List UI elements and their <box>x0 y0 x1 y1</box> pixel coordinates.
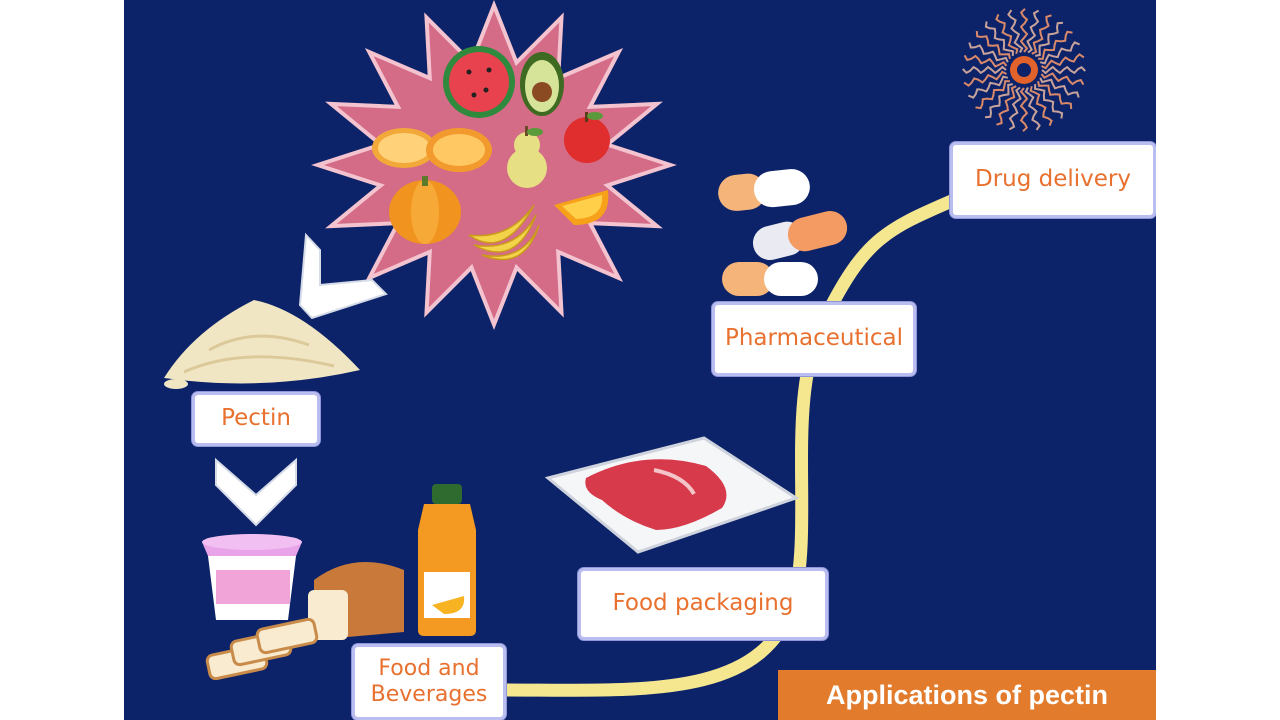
nanoparticle-icon <box>962 8 1086 132</box>
nanoparticle-ray <box>1035 21 1064 57</box>
nanoparticle-ray <box>1008 86 1022 131</box>
meat-tray-icon <box>544 436 800 554</box>
juice-bottle-icon <box>418 484 476 636</box>
nanoparticle-ray <box>1024 87 1041 131</box>
nanoparticle-ray <box>1037 81 1073 110</box>
nanoparticle-ray <box>1029 85 1053 126</box>
chevron-arrows-icon <box>215 232 388 527</box>
diagram-artwork <box>164 0 1086 697</box>
diagram-panel: Drug delivery Pharmaceutical Pectin Food… <box>124 0 1156 720</box>
title-banner: Applications of pectin <box>778 670 1156 720</box>
nanoparticle-ray <box>1041 53 1085 70</box>
nanoparticle-ray <box>1039 77 1080 98</box>
yogurt-cup-icon <box>202 534 302 620</box>
nanoparticle-ray <box>1038 30 1073 60</box>
bananas-icon <box>468 204 540 261</box>
nanoparticle-ray <box>1019 8 1029 53</box>
flow-path <box>497 193 961 697</box>
avocado-icon <box>520 52 564 116</box>
orange-slices-icon <box>372 128 492 172</box>
nanoparticle-ray <box>968 75 1009 99</box>
fruit-starburst <box>311 0 677 331</box>
pectin-label: Pectin <box>192 392 320 446</box>
orange-wedge-icon <box>554 190 609 225</box>
bread-loaf-icon <box>205 562 404 681</box>
nanoparticle-ray <box>1026 9 1040 54</box>
nanoparticle-ray <box>1031 14 1052 55</box>
food-packaging-label: Food packaging <box>578 568 828 640</box>
capsules-icon <box>718 169 848 296</box>
pear-icon <box>507 126 547 188</box>
nanoparticle-ray <box>984 83 1013 119</box>
nanoparticle-ray <box>1039 41 1080 65</box>
nanoparticle-ray <box>984 21 1014 56</box>
pumpkin-icon <box>389 176 461 244</box>
nanoparticle-ray <box>1034 84 1064 119</box>
pharmaceutical-label: Pharmaceutical <box>712 302 916 376</box>
pectin-powder-pile-icon <box>164 300 360 389</box>
nanoparticle-ray <box>996 85 1017 126</box>
nanoparticle-ray <box>968 42 1009 63</box>
nanoparticle-ray <box>962 65 1007 75</box>
nanoparticle-ray <box>1007 9 1024 53</box>
apple-icon <box>564 112 610 163</box>
drug-delivery-label: Drug delivery <box>950 142 1156 218</box>
food-and-beverages-label: Food and Beverages <box>352 644 506 720</box>
nanoparticle-ray <box>1019 87 1029 132</box>
nanoparticle-ray <box>975 80 1010 110</box>
nanoparticle-ray <box>975 30 1011 59</box>
nanoparticle-ray <box>963 70 1007 87</box>
nanoparticle-ray <box>1040 72 1085 86</box>
nanoparticle-ray <box>963 54 1008 68</box>
nanoparticle-ray <box>995 14 1019 55</box>
nanoparticle-ray <box>1041 65 1086 75</box>
watermelon-icon <box>443 46 515 118</box>
